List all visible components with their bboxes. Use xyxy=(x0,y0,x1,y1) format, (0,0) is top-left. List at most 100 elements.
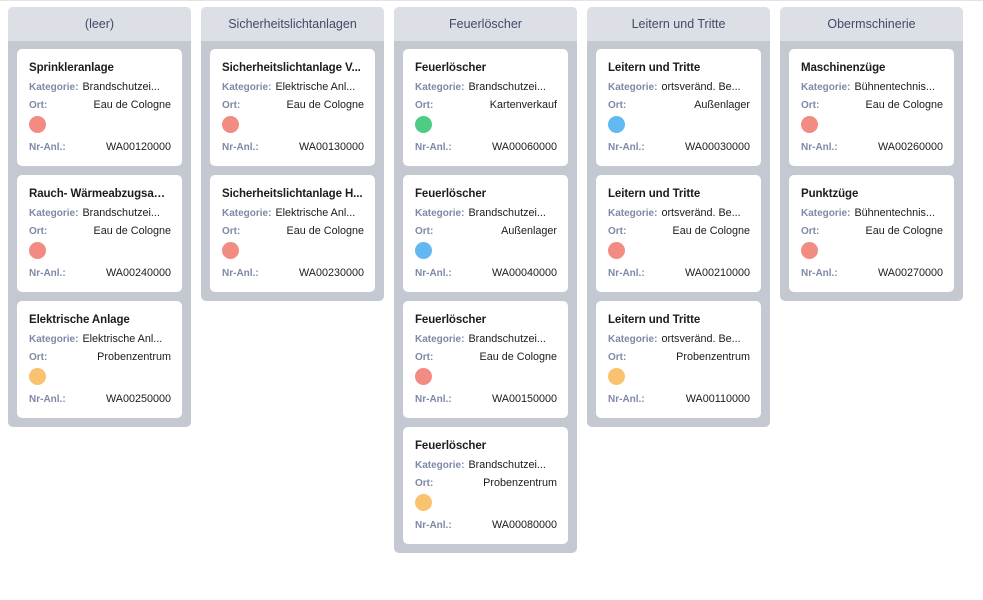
kategorie-value: ortsveränd. Be... xyxy=(661,81,741,93)
column-header[interactable]: Feuerlöscher xyxy=(394,7,577,41)
ort-value: Eau de Cologne xyxy=(286,99,364,111)
kategorie-label: Kategorie: xyxy=(801,82,851,93)
nr-anl-label: Nr-Anl.: xyxy=(29,142,66,153)
card-title: Rauch- Wärmeabzugsanl... xyxy=(29,188,171,200)
column-header[interactable]: Obermschinerie xyxy=(780,7,963,41)
card-status-row xyxy=(608,116,750,133)
column-title: Sicherheitslichtanlagen xyxy=(228,17,357,31)
status-dot-red xyxy=(801,116,818,133)
nr-anl-label: Nr-Anl.: xyxy=(415,394,452,405)
ort-label: Ort: xyxy=(608,226,627,237)
card-title: Sicherheitslichtanlage H... xyxy=(222,188,363,200)
kanban-card[interactable]: Sicherheitslichtanlage H... Kategorie:Ele… xyxy=(210,175,375,292)
kategorie-label: Kategorie: xyxy=(29,334,79,345)
kategorie-label: Kategorie: xyxy=(415,82,465,93)
column-header[interactable]: Sicherheitslichtanlagen xyxy=(201,7,384,41)
ort-label: Ort: xyxy=(801,226,820,237)
nr-anl-value: WA00270000 xyxy=(877,267,943,279)
card-field-kategorie: Kategorie:Brandschutzei... xyxy=(415,333,557,345)
card-field-ort: Ort:Probenzentrum xyxy=(608,351,750,363)
kategorie-value: Brandschutzei... xyxy=(468,333,546,345)
nr-anl-label: Nr-Anl.: xyxy=(222,142,259,153)
kategorie-value: ortsveränd. Be... xyxy=(661,207,741,219)
nr-anl-value: WA00060000 xyxy=(491,141,557,153)
ort-label: Ort: xyxy=(415,226,434,237)
card-field-nr-anl: Nr-Anl.:WA00260000 xyxy=(801,141,943,153)
ort-label: Ort: xyxy=(415,352,434,363)
card-title: Punktzüge xyxy=(801,188,859,200)
kategorie-label: Kategorie: xyxy=(608,208,658,219)
nr-anl-value: WA00240000 xyxy=(105,267,171,279)
card-status-row xyxy=(415,242,557,259)
card-field-kategorie: Kategorie:Elektrische Anl... xyxy=(222,207,364,219)
card-field-nr-anl: Nr-Anl.:WA00120000 xyxy=(29,141,171,153)
ort-value: Eau de Cologne xyxy=(286,225,364,237)
nr-anl-value: WA00150000 xyxy=(491,393,557,405)
kategorie-value: Elektrische Anl... xyxy=(82,333,163,345)
card-field-nr-anl: Nr-Anl.:WA00250000 xyxy=(29,393,171,405)
card-field-nr-anl: Nr-Anl.: WA00150000 xyxy=(415,393,557,405)
card-title: Leitern und Tritte xyxy=(608,188,701,200)
ort-label: Ort: xyxy=(415,100,434,111)
card-field-kategorie: Kategorie:Elektrische Anl... xyxy=(222,81,364,93)
card-field-nr-anl: Nr-Anl.:WA00270000 xyxy=(801,267,943,279)
nr-anl-value: WA00030000 xyxy=(684,141,750,153)
ort-value: Eau de Cologne xyxy=(93,99,171,111)
kategorie-label: Kategorie: xyxy=(415,460,465,471)
status-dot-red xyxy=(29,242,46,259)
nr-anl-label: Nr-Anl.: xyxy=(222,268,259,279)
status-dot-blue xyxy=(608,116,625,133)
card-title: Feuerlöscher xyxy=(415,188,487,200)
status-dot-red xyxy=(608,242,625,259)
nr-anl-value: WA00080000 xyxy=(491,519,557,531)
nr-anl-value: WA00040000 xyxy=(491,267,557,279)
card-field-kategorie: Kategorie:Brandschutzei... xyxy=(415,81,557,93)
kategorie-label: Kategorie: xyxy=(222,208,272,219)
card-status-row xyxy=(415,116,557,133)
ort-label: Ort: xyxy=(29,352,48,363)
card-field-nr-anl: Nr-Anl.:WA00030000 xyxy=(608,141,750,153)
nr-anl-label: Nr-Anl.: xyxy=(608,268,645,279)
card-status-row xyxy=(608,368,750,385)
card-field-nr-anl: Nr-Anl.:WA00230000 xyxy=(222,267,364,279)
card-title: Leitern und Tritte xyxy=(608,314,701,326)
ort-value: Eau de Cologne xyxy=(672,225,750,237)
column-title: Feuerlöscher xyxy=(449,17,522,31)
ort-value: Eau de Cologne xyxy=(865,225,943,237)
card-field-kategorie: Kategorie:Elektrische Anl... xyxy=(29,333,171,345)
nr-anl-label: Nr-Anl.: xyxy=(608,394,645,405)
card-field-ort: Ort:Eau de Cologne xyxy=(222,225,364,237)
card-field-nr-anl: Nr-Anl.:WA00110000 xyxy=(608,393,750,405)
kategorie-label: Kategorie: xyxy=(29,82,79,93)
column-header[interactable]: Leitern und Tritte xyxy=(587,7,770,41)
card-field-ort: Ort: Probenzentrum xyxy=(29,351,171,363)
status-dot-amber xyxy=(608,368,625,385)
nr-anl-value: WA00210000 xyxy=(684,267,750,279)
card-field-kategorie: Kategorie:Brandschutzei... xyxy=(29,81,171,93)
column-title: Leitern und Tritte xyxy=(631,17,726,31)
card-title: Elektrische Anlage xyxy=(29,314,130,326)
kanban-card[interactable]: Rauch- Wärmeabzugsanl...Kategorie:Brands… xyxy=(17,175,182,292)
ort-label: Ort: xyxy=(415,478,434,489)
ort-label: Ort: xyxy=(29,100,48,111)
kanban-card[interactable]: Sicherheitslichtanlage V...Kategorie:Ele… xyxy=(210,49,375,166)
card-title: Sprinkleranlage xyxy=(29,62,114,74)
card-status-row xyxy=(222,242,364,259)
nr-anl-label: Nr-Anl.: xyxy=(415,142,452,153)
kategorie-value: Elektrische Anl... xyxy=(275,81,356,93)
card-field-nr-anl: Nr-Anl.:WA00240000 xyxy=(29,267,171,279)
ort-value: Probenzentrum xyxy=(97,351,171,363)
column-header[interactable]: (leer) xyxy=(8,7,191,41)
